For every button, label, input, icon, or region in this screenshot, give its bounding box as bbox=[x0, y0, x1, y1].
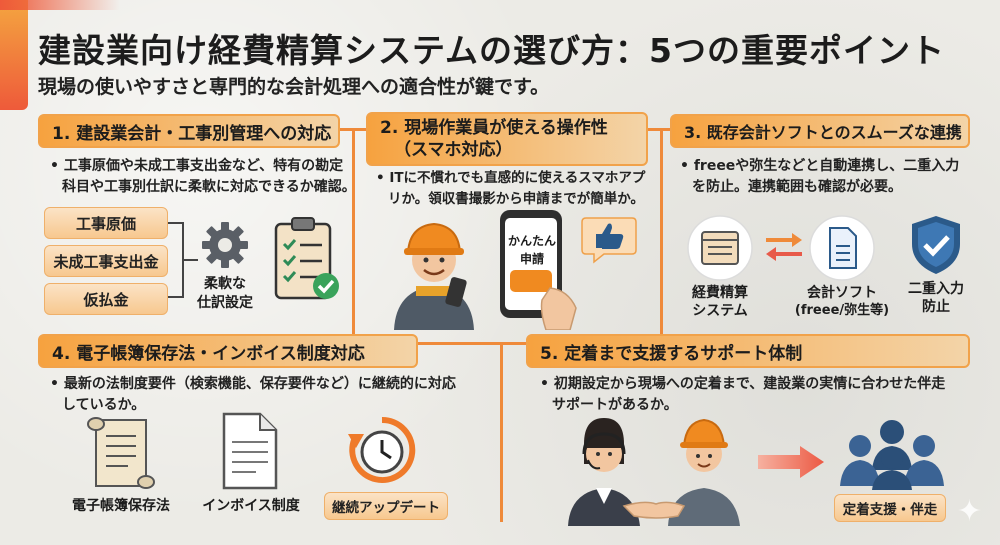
point2-heading-line1: 2. 現場作業員が使える操作性 bbox=[380, 118, 608, 138]
document-icon bbox=[809, 215, 875, 281]
scroll-icon bbox=[87, 417, 155, 489]
connector-right bbox=[660, 128, 663, 343]
thumbs-up-icon bbox=[581, 217, 637, 264]
clock-update-icon bbox=[348, 416, 416, 483]
tag-construction-cost: 工事原価 bbox=[44, 207, 168, 239]
support-badge: 定着支援・伴走 bbox=[834, 494, 946, 522]
phone-text-line2: 申請 bbox=[519, 252, 544, 266]
double-entry-label-line2: 防止 bbox=[922, 299, 950, 315]
checklist-icon bbox=[274, 217, 339, 300]
point2-bullet-line2: リか。領収書撮影から申請までが簡単か。 bbox=[388, 191, 644, 207]
point5-bullet-line2: サポートがあるか。 bbox=[552, 397, 678, 413]
shield-check-icon bbox=[912, 216, 960, 274]
sync-arrows-icon bbox=[766, 233, 802, 261]
corner-accent-bar bbox=[0, 0, 120, 10]
invoice-icon bbox=[222, 412, 278, 490]
page-subtitle: 現場の使いやすさと専門的な会計処理への適合性が鍵です。 bbox=[38, 76, 550, 98]
accounting-soft-label-line2: (freee/弥生等) bbox=[794, 303, 890, 318]
continuous-update-badge: 継続アップデート bbox=[324, 492, 448, 520]
connector-mid bbox=[500, 342, 503, 522]
point3-bullet-line1: • freeeや弥生などと自動連携し、二重入力 bbox=[680, 158, 960, 174]
accounting-soft-label-line1: 会計ソフト bbox=[807, 285, 877, 301]
point3-heading: 3. 既存会計ソフトとのスムーズな連携 bbox=[670, 114, 970, 148]
corner-accent bbox=[0, 0, 28, 110]
worker-icon bbox=[394, 222, 474, 330]
tag-uncompleted-work: 未成工事支出金 bbox=[44, 245, 168, 277]
connector-middle bbox=[38, 342, 968, 345]
point1-heading: 1. 建設業会計・工事別管理への対応 bbox=[38, 114, 340, 148]
app-icon bbox=[687, 215, 753, 281]
flexible-label-line1: 柔軟な bbox=[204, 276, 246, 292]
team-icon bbox=[840, 420, 944, 490]
phone-text-line1: かんたん bbox=[507, 234, 556, 248]
arrow-right-icon bbox=[758, 446, 824, 478]
connector-left bbox=[352, 128, 355, 343]
expense-system-label-line1: 経費精算 bbox=[692, 285, 748, 301]
tag-suspense-payment: 仮払金 bbox=[44, 283, 168, 315]
point2-bullet-line1: • ITに不慣れでも直感的に使えるスマホアプ bbox=[376, 170, 646, 186]
page-title: 建設業向け経費精算システムの選び方：5つの重要ポイント bbox=[38, 31, 945, 70]
point2-heading: 2. 現場作業員が使える操作性 （スマホ対応） bbox=[366, 112, 648, 166]
double-entry-label-line1: 二重入力 bbox=[908, 281, 964, 297]
point4-heading: 4. 電子帳簿保存法・インボイス制度対応 bbox=[38, 334, 418, 368]
point4-bullet-line2: しているか。 bbox=[62, 397, 146, 413]
point5-bullet-line1: • 初期設定から現場への定着まで、建設業の実情に合わせた伴走 bbox=[540, 376, 946, 392]
point5-heading: 5. 定着まで支援するサポート体制 bbox=[526, 334, 970, 368]
e-book-law-label: 電子帳簿保存法 bbox=[72, 498, 170, 514]
handshake-icon bbox=[568, 418, 740, 526]
flexible-label-line2: 仕訳設定 bbox=[197, 295, 253, 311]
point1-bullet-line1: • 工事原価や未成工事支出金など、特有の勘定 bbox=[50, 158, 344, 174]
point2-heading-line2: （スマホ対応） bbox=[394, 140, 513, 160]
sparkle-icon: ✦ bbox=[956, 494, 982, 529]
gear-icon bbox=[202, 222, 248, 268]
invoice-system-label: インボイス制度 bbox=[202, 498, 300, 514]
expense-system-label-line2: システム bbox=[692, 303, 748, 319]
smartphone-icon bbox=[500, 210, 577, 330]
point3-bullet-line2: を防止。連携範囲も確認が必要。 bbox=[692, 179, 902, 195]
point4-bullet-line1: • 最新の法制度要件（検索機能、保存要件など）に継続的に対応 bbox=[50, 376, 456, 392]
point1-bullet-line2: 科目や工事別仕訳に柔軟に対応できるか確認。 bbox=[62, 179, 356, 195]
bracket-lines bbox=[168, 222, 198, 298]
